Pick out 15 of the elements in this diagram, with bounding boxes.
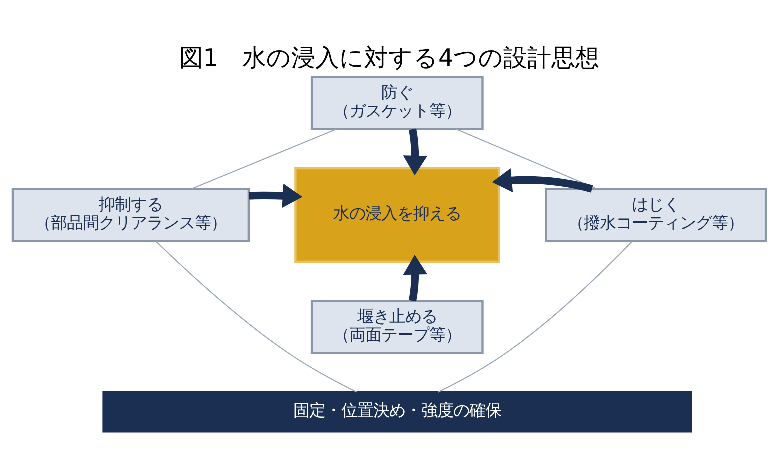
connector — [456, 128, 598, 190]
node-box: 抑制する （部品間クリアランス等） — [12, 188, 250, 242]
connector — [438, 241, 633, 393]
arrow — [492, 168, 594, 193]
connector — [192, 128, 337, 190]
node-box: 水の浸入を抑える — [294, 167, 500, 264]
node-box: 防ぐ （ガスケット等） — [310, 76, 484, 130]
connector — [156, 241, 358, 393]
node-box: 堰き止める （両面テープ等） — [310, 300, 484, 354]
diagram-title: 図1 水の浸入に対する4つの設計思想 — [179, 44, 600, 72]
arrow — [248, 184, 303, 208]
arrow — [403, 128, 428, 176]
arrow — [403, 255, 428, 302]
node-box: 固定・位置決め・強度の確保 — [102, 391, 692, 433]
node-box: はじく （撥水コーティング等） — [545, 188, 768, 242]
